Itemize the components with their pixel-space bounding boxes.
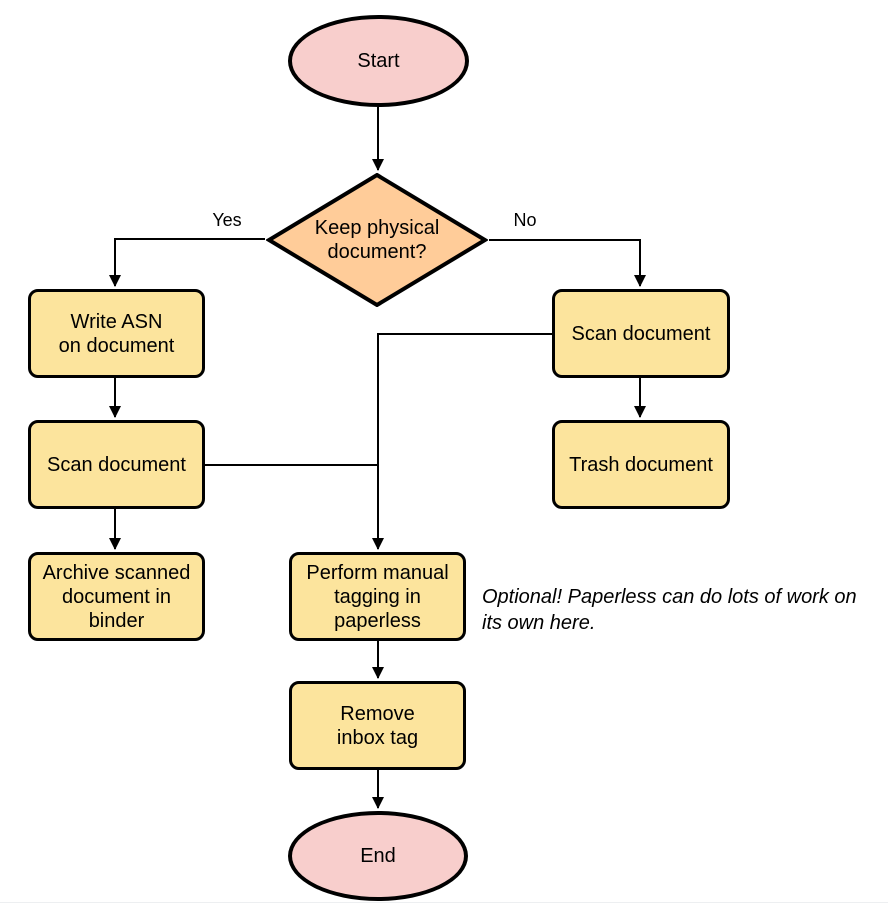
start-node: Start <box>288 15 469 107</box>
optional-annotation: Optional! Paperless can do lots of work … <box>482 586 857 634</box>
decision-node: Keep physical document? <box>266 173 488 307</box>
edge-label-yes: Yes <box>212 210 242 230</box>
edge-label-no: No <box>513 210 537 230</box>
scan-document-right-node-label: Scan document <box>571 322 711 345</box>
scan-document-left-node-label: Scan document <box>47 453 186 476</box>
remove-inbox-tag-node-label: Remove inbox tag <box>336 702 419 749</box>
edge-scanright-to-tagging <box>372 333 552 550</box>
scan-document-left-node: Scan document <box>28 420 205 509</box>
archive-document-node-label: Archive scanned document in binder <box>42 561 191 632</box>
trash-document-node: Trash document <box>552 420 730 509</box>
archive-document-node: Archive scanned document in binder <box>28 552 205 641</box>
remove-inbox-tag-node: Remove inbox tag <box>289 681 466 770</box>
write-asn-node-label: Write ASN on document <box>58 310 175 357</box>
scan-document-right-node: Scan document <box>552 289 730 378</box>
decision-node-label: Keep physical document? <box>314 217 440 263</box>
trash-document-node-label: Trash document <box>569 453 713 476</box>
edge-decision-no <box>489 239 646 287</box>
edge-decision-yes <box>109 238 265 287</box>
manual-tagging-node: Perform manual tagging in paperless <box>289 552 466 641</box>
page-bottom-divider <box>0 902 888 903</box>
end-node: End <box>288 811 468 901</box>
start-node-label: Start <box>357 50 400 72</box>
manual-tagging-node-label: Perform manual tagging in paperless <box>306 561 449 632</box>
diamond-shape <box>266 173 488 307</box>
write-asn-node: Write ASN on document <box>28 289 205 378</box>
end-node-label: End <box>360 845 396 867</box>
